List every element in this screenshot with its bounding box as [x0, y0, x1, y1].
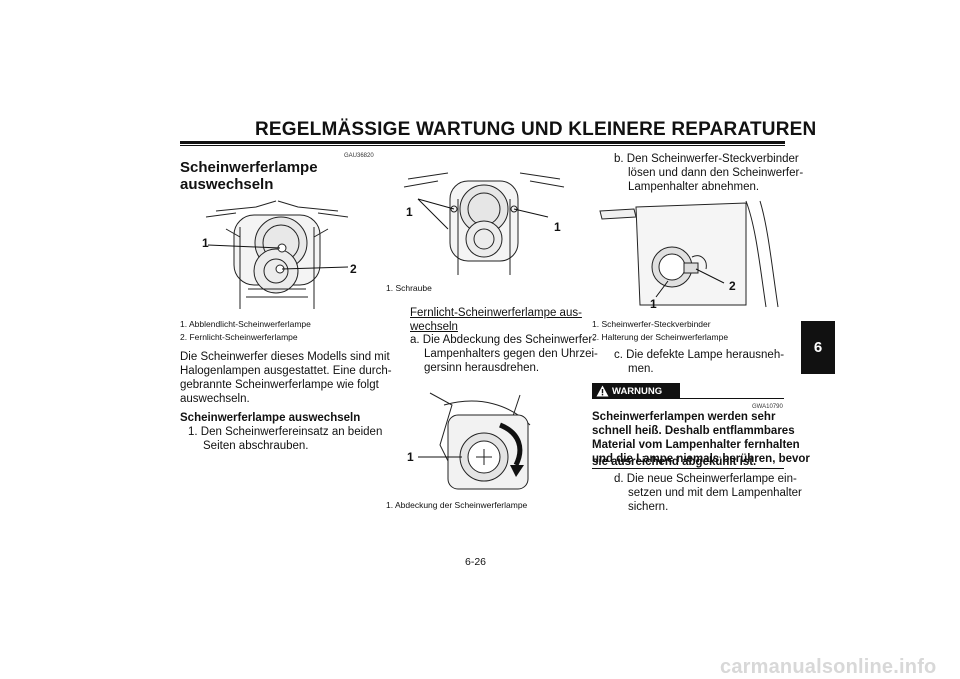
- figure-label-1: 1: [202, 236, 209, 250]
- step-c-line-2: men.: [628, 363, 654, 375]
- step-a-line-1: a. Die Abdeckung des Scheinwerfer-: [410, 334, 597, 346]
- section-link-line-1[interactable]: Fernlicht-Scheinwerferlampe aus-: [410, 307, 582, 319]
- caption-connector: 1. Scheinwerfer-Steckverbinder: [592, 319, 711, 329]
- caption-2: 2. Fernlicht-Scheinwerferlampe: [180, 332, 298, 342]
- step-a-line-3: gersinn herausdrehen.: [424, 362, 540, 374]
- step-b-line-2: lösen und dann den Scheinwerfer-: [628, 167, 804, 179]
- caption-1: 1. Abblendlicht-Scheinwerferlampe: [180, 319, 311, 329]
- connector-illustration: [596, 197, 782, 311]
- header-rule: [180, 141, 785, 144]
- section-heading-line2: auswechseln: [180, 176, 274, 193]
- warning-line-4: und die Lampe niemals berühren, bevor: [592, 453, 810, 465]
- warning-line-2: schnell heiß. Deshalb entflammbares: [592, 425, 795, 437]
- warning-triangle-icon: [596, 385, 609, 397]
- header-rule-thin: [180, 145, 785, 146]
- headlight-front-illustration: [196, 197, 358, 312]
- caption-cover: 1. Abdeckung der Scheinwerferlampe: [386, 500, 528, 510]
- watermark: carmanualsonline.info: [720, 656, 937, 678]
- step-d-line-2: setzen und mit dem Lampenhalter: [628, 487, 802, 499]
- intro-line-4: auswechseln.: [180, 393, 250, 405]
- step-a-line-2: Lampenhalters gegen den Uhrzei-: [424, 348, 598, 360]
- section-link-line-2[interactable]: wechseln: [410, 321, 458, 333]
- page-header-title: REGELMÄSSIGE WARTUNG UND KLEINERE REPARA…: [255, 119, 817, 140]
- warning-line-3: Material vom Lampenhalter fernhalten: [592, 439, 800, 451]
- step-c-line-1: c. Die defekte Lampe herausneh-: [614, 349, 785, 361]
- section-heading-line1: Scheinwerferlampe: [180, 159, 318, 176]
- caption-screw: 1. Schraube: [386, 283, 432, 293]
- figure-label-holder: 2: [729, 279, 736, 293]
- warning-line-5: sie ausreichend abgekühlt ist.: [592, 456, 757, 468]
- warning-badge: WARNUNG: [592, 383, 680, 399]
- step-b-line-3: Lampenhalter abnehmen.: [628, 181, 760, 193]
- step-1-line-2: Seiten abschrauben.: [203, 440, 309, 452]
- figure-label-cover: 1: [407, 450, 414, 464]
- subheading: Scheinwerferlampe auswechseln: [180, 412, 361, 424]
- headlight-screws-illustration: [398, 159, 570, 277]
- step-d-line-3: sichern.: [628, 501, 669, 513]
- warning-line-1: Scheinwerferlampen werden sehr: [592, 411, 776, 423]
- step-1-line-1: 1. Den Scheinwerfereinsatz an beiden: [188, 426, 383, 438]
- warning-rule: [680, 398, 784, 399]
- figure-label-1-left: 1: [406, 205, 413, 219]
- step-d-line-1: d. Die neue Scheinwerferlampe ein-: [614, 473, 797, 485]
- figure-label-2: 2: [350, 262, 357, 276]
- intro-line-3: gebrannte Scheinwerferlampe wie folgt: [180, 379, 379, 391]
- caption-holder: 2. Halterung der Scheinwerferlampe: [592, 332, 729, 342]
- section-code: GAU36820: [344, 153, 374, 159]
- page-number: 6-26: [465, 556, 487, 568]
- warning-code: GWA10790: [752, 404, 783, 410]
- intro-line-1: Die Scheinwerfer dieses Modells sind mit: [180, 351, 390, 363]
- figure-label-connector: 1: [650, 297, 657, 311]
- warning-label: WARNUNG: [612, 385, 663, 397]
- warning-bottom-rule: [592, 468, 784, 469]
- lamp-cover-illustration: [400, 385, 560, 497]
- chapter-tab[interactable]: 6: [801, 321, 835, 374]
- intro-line-2: Halogenlampen ausgestattet. Eine durch-: [180, 365, 392, 377]
- step-b-line-1: b. Den Scheinwerfer-Steckverbinder: [614, 153, 799, 165]
- chapter-number: 6: [813, 339, 823, 356]
- figure-label-1-right: 1: [554, 220, 561, 234]
